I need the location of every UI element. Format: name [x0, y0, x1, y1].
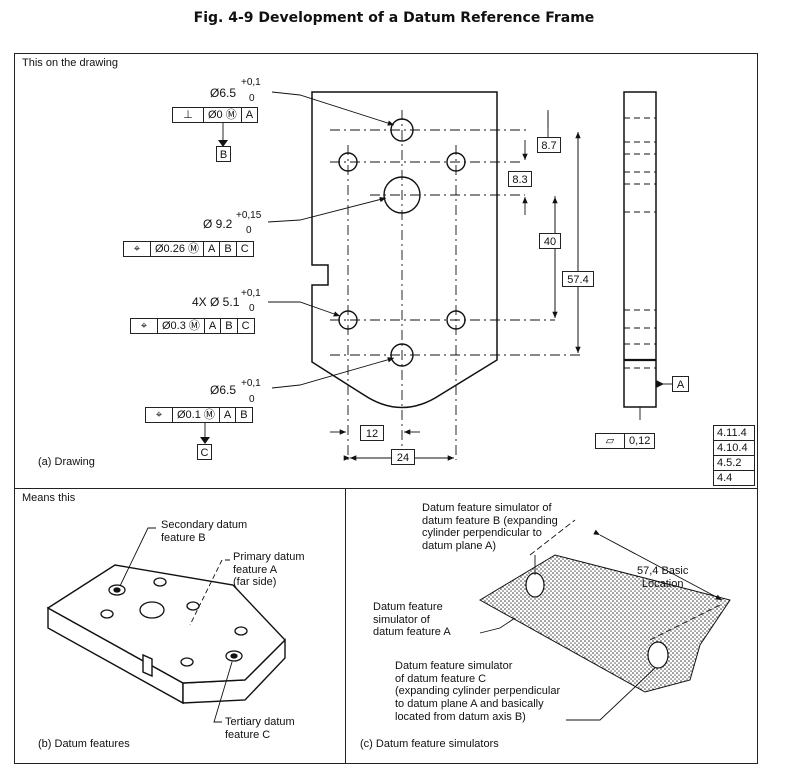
fcf-holes-4x: ⌖ Ø0.3 Ⓜ A B C: [130, 318, 255, 334]
fcf-hole-center: ⌖ Ø0.26 Ⓜ A B C: [123, 241, 254, 257]
panel-b-caption: (b) Datum features: [38, 738, 130, 750]
fcf-hole-b-tol: Ø0 Ⓜ: [204, 108, 242, 122]
datum-a-box: A: [672, 376, 689, 392]
hole-center-tol-minus: 0: [246, 225, 252, 236]
holes-4x-tol-plus: +0,1: [241, 288, 261, 299]
fcf-4x-datum-a: A: [205, 319, 222, 333]
hole-center-tol-plus: +0,15: [236, 210, 262, 221]
label-simulator-a: Datum feature simulator of datum feature…: [373, 601, 451, 639]
vertical-dimensions: [522, 110, 581, 353]
fcf-hole-b: ⊥ Ø0 Ⓜ A: [172, 107, 259, 123]
fcf-center-datum-b: B: [220, 242, 237, 256]
dim-8-3: 8.3: [508, 171, 532, 187]
centerlines: [330, 110, 580, 460]
figure-title: Fig. 4-9 Development of a Datum Referenc…: [193, 10, 595, 26]
simulator-cylinders: [525, 572, 669, 669]
isometric-part: [46, 564, 286, 705]
dim-12: 12: [360, 425, 384, 441]
leader-lines: [204, 91, 395, 440]
reference-cell: 4.4: [713, 470, 755, 486]
fcf-hole-b-datum-a: A: [245, 109, 254, 121]
fcf-center-datum-c: C: [240, 243, 249, 255]
panel-c-frame: [345, 488, 758, 764]
side-view-hidden-lines: [624, 117, 656, 369]
dim-24: 24: [391, 449, 415, 465]
panel-b-header: Means this: [22, 492, 76, 504]
hole-b-tol-plus: +0,1: [241, 77, 261, 88]
holes-4x-dia: 4X Ø 5.1: [192, 295, 240, 309]
position-symbol: ⌖: [146, 408, 173, 422]
fcf-center-tol: Ø0.26 Ⓜ: [151, 242, 205, 256]
label-simulator-c: Datum feature simulator of datum feature…: [395, 660, 561, 723]
label-secondary-datum: Secondary datum feature B: [161, 519, 248, 544]
position-symbol: ⌖: [131, 319, 158, 333]
reference-cell: 4.11.4: [713, 425, 755, 441]
dim-8-7: 8.7: [537, 137, 561, 153]
fcf-center-datum-a: A: [204, 242, 221, 256]
fcf-flatness: ⏥ 0,12: [595, 433, 656, 449]
plate-front-view: [311, 91, 498, 409]
datum-c-box: C: [197, 444, 212, 460]
iso-leaders: [119, 527, 233, 723]
fcf-c-datum-b: B: [240, 409, 248, 421]
label-basic-location: 57,4 Basic Location: [637, 565, 689, 590]
holes-4x-tol-minus: 0: [249, 303, 255, 314]
fcf-4x-datum-b: B: [221, 319, 238, 333]
plate-side-view: [623, 91, 657, 408]
hole-b-tol-minus: 0: [249, 93, 255, 104]
reference-table: 4.11.4 4.10.4 4.5.2 4.4: [713, 425, 755, 486]
dim-57-4: 57.4: [562, 271, 594, 287]
hole-c-dia: Ø6.5: [210, 383, 237, 397]
label-simulator-b: Datum feature simulator of datum feature…: [422, 502, 558, 552]
panel-a-header: This on the drawing: [22, 57, 118, 69]
label-tertiary-datum: Tertiary datum feature C: [225, 716, 295, 741]
label-primary-datum: Primary datum feature A (far side): [233, 551, 305, 589]
fcf-c-tol: Ø0.1 Ⓜ: [173, 408, 220, 422]
hole-c-tol-plus: +0,1: [241, 378, 261, 389]
reference-cell: 4.5.2: [713, 455, 755, 471]
panel-a-caption: (a) Drawing: [38, 456, 95, 468]
fcf-4x-tol: Ø0.3 Ⓜ: [158, 319, 205, 333]
fcf-c-datum-a: A: [220, 408, 237, 422]
fcf-4x-datum-c: C: [241, 320, 250, 332]
hole-center-dia: Ø 9.2: [203, 217, 233, 231]
sim-leaders: [479, 519, 723, 721]
reference-cell: 4.10.4: [713, 440, 755, 456]
fcf-flatness-tol: 0,12: [629, 435, 651, 447]
datum-b-box: B: [216, 146, 231, 162]
perpendicularity-symbol: ⊥: [173, 108, 204, 122]
position-symbol: ⌖: [124, 242, 151, 256]
fcf-hole-c: ⌖ Ø0.1 Ⓜ A B: [145, 407, 253, 423]
flatness-symbol: ⏥: [596, 434, 625, 448]
panel-c-caption: (c) Datum feature simulators: [360, 738, 499, 750]
hole-b-dia: Ø6.5: [210, 86, 237, 100]
hole-c-tol-minus: 0: [249, 394, 255, 405]
dim-40: 40: [539, 233, 561, 249]
